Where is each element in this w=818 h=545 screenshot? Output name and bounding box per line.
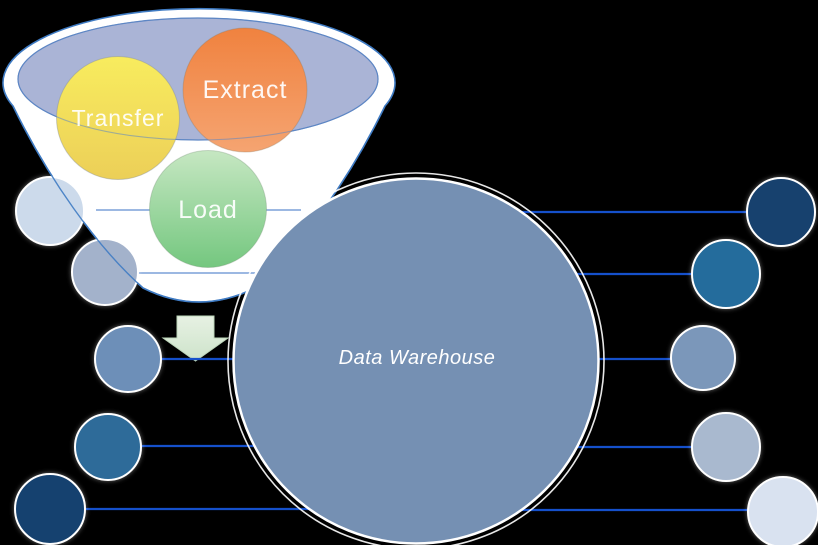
data-warehouse: Data Warehouse	[227, 172, 605, 545]
stage-bubble-extract	[182, 27, 308, 153]
source-node	[74, 413, 142, 481]
funnel-basin-rim-overlay	[17, 17, 379, 141]
stage-label-transfer: Transfer	[72, 105, 165, 131]
target-node-column	[670, 177, 818, 545]
target-node	[670, 325, 736, 391]
down-arrow-icon	[161, 315, 230, 362]
warehouse-label: Data Warehouse	[339, 347, 496, 369]
stage-label-extract: Extract	[203, 76, 288, 104]
target-node	[746, 177, 816, 247]
stage-bubble-load	[149, 150, 267, 268]
target-node	[747, 476, 818, 545]
target-node	[691, 239, 761, 309]
source-node-column	[14, 176, 162, 545]
target-node	[691, 412, 761, 482]
stage-bubble-transfer	[56, 56, 180, 180]
source-node	[71, 238, 139, 306]
source-node	[15, 176, 85, 246]
source-node	[94, 325, 162, 393]
warehouse-circle	[232, 177, 600, 545]
warehouse-outer-ring	[227, 172, 605, 545]
stage-label-load: Load	[178, 196, 238, 224]
source-node	[14, 473, 86, 545]
